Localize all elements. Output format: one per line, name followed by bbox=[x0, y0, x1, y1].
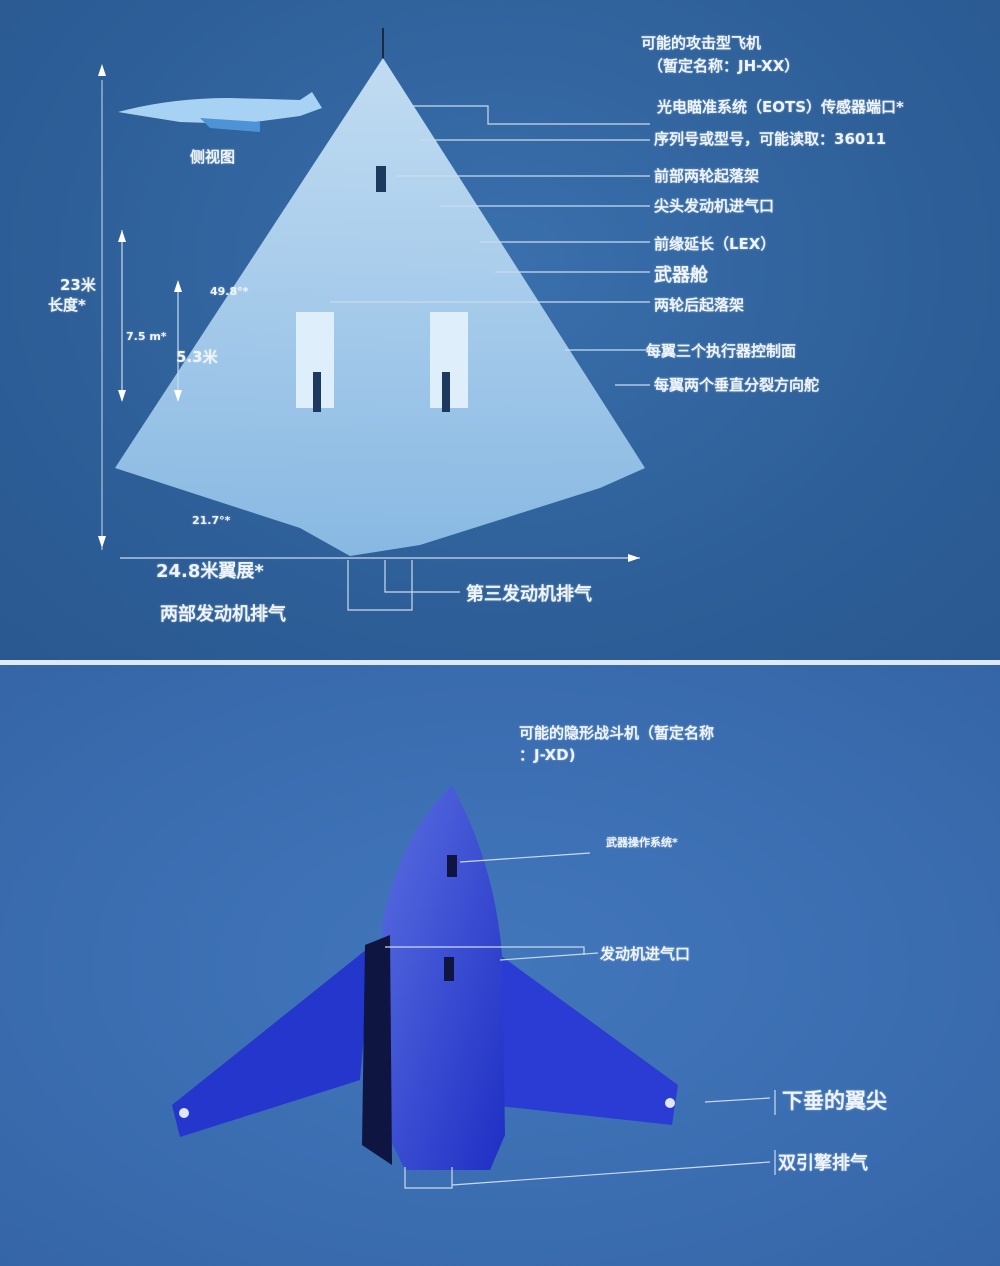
dim-5-3: 5.3米 bbox=[176, 348, 218, 366]
callout-intake: 尖头发动机进气口 bbox=[654, 197, 775, 215]
dim-7-5: 7.5 m* bbox=[126, 330, 167, 343]
callout-weapons-system: 武器操作系统* bbox=[606, 836, 678, 849]
fighter-aircraft bbox=[172, 785, 678, 1170]
fighter-callout-lines bbox=[385, 852, 776, 1189]
wingspan-label: 24.8米翼展* bbox=[156, 561, 264, 582]
angle-top: 49.8°* bbox=[210, 285, 249, 298]
side-view-label: 侧视图 bbox=[190, 148, 236, 166]
delta-wing-aircraft bbox=[115, 28, 645, 556]
fighter-diagram bbox=[172, 785, 776, 1189]
attack-aircraft-panel: 可能的攻击型飞机 （暂定名称：JH-XX） 侧视图 光电瞄准系统（EOTS）传感… bbox=[0, 0, 1000, 660]
attack-title-line2: （暂定名称：JH-XX） bbox=[648, 57, 800, 75]
callout-front-gear: 前部两轮起落架 bbox=[654, 167, 760, 185]
callout-serial: 序列号或型号，可能读取：36011 bbox=[654, 130, 887, 148]
dimension-arrows bbox=[98, 64, 640, 562]
attack-aircraft-diagram bbox=[98, 28, 650, 611]
attack-title-line1: 可能的攻击型飞机 bbox=[641, 34, 762, 52]
callout-third-exhaust: 第三发动机排气 bbox=[466, 584, 592, 605]
callout-split-rudders: 每翼两个垂直分裂方向舵 bbox=[654, 376, 820, 394]
fighter-title-line1: 可能的隐形战斗机（暂定名称 bbox=[519, 724, 715, 742]
callout-weapons-bay: 武器舱 bbox=[654, 265, 708, 286]
callout-rear-gear: 两轮后起落架 bbox=[654, 296, 745, 314]
callout-lines bbox=[101, 80, 650, 611]
callout-two-exhaust: 两部发动机排气 bbox=[160, 604, 286, 625]
side-view-aircraft bbox=[118, 92, 322, 132]
length-value: 23米 bbox=[60, 276, 96, 294]
panel-divider bbox=[0, 660, 1000, 665]
callout-lex: 前缘延长（LEX） bbox=[654, 235, 776, 253]
callout-eots: 光电瞄准系统（EOTS）传感器端口* bbox=[657, 98, 904, 116]
callout-control-surfaces: 每翼三个执行器控制面 bbox=[646, 342, 797, 360]
callout-engine-intake: 发动机进气口 bbox=[600, 945, 691, 963]
length-label: 长度* bbox=[48, 296, 86, 314]
callout-twin-exhaust: 双引擎排气 bbox=[778, 1153, 868, 1174]
fighter-panel: 可能的隐形战斗机（暂定名称 ：J-XD) 武器操作系统* 发动机进气口 下垂的翼… bbox=[0, 665, 1000, 1266]
callout-drooped-wingtip: 下垂的翼尖 bbox=[782, 1089, 887, 1113]
fighter-title-line2: ：J-XD) bbox=[519, 746, 576, 764]
angle-bottom: 21.7°* bbox=[192, 514, 231, 527]
